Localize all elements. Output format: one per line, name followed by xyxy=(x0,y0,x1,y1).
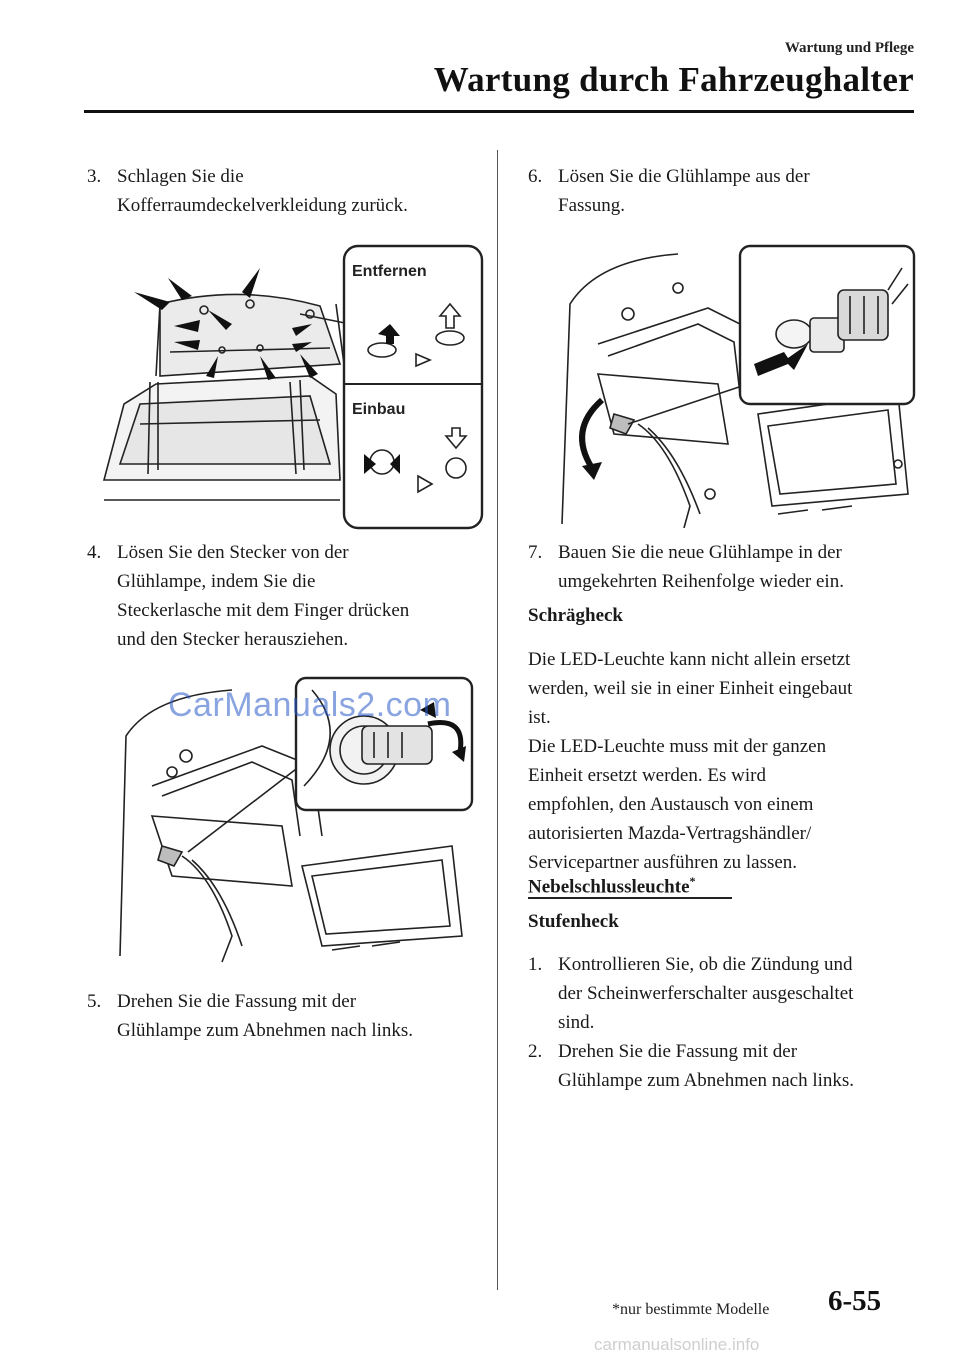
step-text-line: und den Stecker herausziehen. xyxy=(117,629,349,650)
step-number: 6. xyxy=(528,166,543,187)
step-text-line: Kontrollieren Sie, ob die Zündung und xyxy=(558,954,853,975)
hatchback-paragraph: Die LED-Leuchte kann nicht allein ersetz… xyxy=(528,645,923,877)
hatchback-heading: Schrägheck xyxy=(528,605,623,626)
header-rule xyxy=(84,110,914,113)
step-text-line: Glühlampe zum Abnehmen nach links. xyxy=(117,1020,414,1041)
step-number: 3. xyxy=(87,166,102,187)
paragraph-line: ist. xyxy=(528,707,551,728)
heading-underline xyxy=(528,897,732,899)
step-7: 7. Bauen Sie die neue Glühlampe in der u… xyxy=(528,538,923,596)
step-text-line: Bauen Sie die neue Glühlampe in der xyxy=(558,542,842,563)
step-1-sedan: 1. Kontrollieren Sie, ob die Zündung und… xyxy=(528,950,923,1037)
step-text-line: Drehen Sie die Fassung mit der xyxy=(558,1041,798,1062)
step-text-line: Glühlampe, indem Sie die xyxy=(117,571,316,592)
step-number: 7. xyxy=(528,542,543,563)
step-text-line: Kofferraumdeckelverkleidung zurück. xyxy=(117,195,408,216)
trunk-lid-trim-figure: Entfernen Einbau xyxy=(100,244,484,532)
page-number: 6-55 xyxy=(828,1285,882,1317)
step-3: 3. Schlagen Sie die Kofferraumdeckelverk… xyxy=(87,162,477,220)
column-divider xyxy=(497,150,498,1290)
paragraph-line: empfohlen, den Austausch von einem xyxy=(528,794,814,815)
step-2-sedan: 2. Drehen Sie die Fassung mit der Glühla… xyxy=(528,1037,923,1095)
step-4: 4. Lösen Sie den Stecker von der Glühlam… xyxy=(87,538,477,654)
paragraph-line: Einheit ersetzt werden. Es wird xyxy=(528,765,766,786)
step-text-line: sind. xyxy=(558,1012,595,1033)
sedan-heading: Stufenheck xyxy=(528,911,619,932)
paragraph-line: Servicepartner ausführen zu lassen. xyxy=(528,852,798,873)
paragraph-line: werden, weil sie in einer Einheit eingeb… xyxy=(528,678,853,699)
fog-light-heading-text: Nebelschlussleuchte xyxy=(528,876,690,898)
step-text-line: Lösen Sie die Glühlampe aus der xyxy=(558,166,810,187)
step-number: 1. xyxy=(528,954,543,975)
model-footnote-mark: * xyxy=(689,874,696,888)
step-number: 5. xyxy=(87,991,102,1012)
step-5: 5. Drehen Sie die Fassung mit der Glühla… xyxy=(87,987,477,1045)
fog-light-heading: Nebelschlussleuchte* xyxy=(528,867,732,901)
step-text-line: umgekehrten Reihenfolge wieder ein. xyxy=(558,571,844,592)
watermark-overlay: CarManuals2.com xyxy=(168,686,452,724)
step-text-line: Lösen Sie den Stecker von der xyxy=(117,542,349,563)
header-section-label: Wartung und Pflege xyxy=(784,40,914,56)
bulb-removal-figure xyxy=(558,244,916,528)
remove-label: Entfernen xyxy=(352,263,427,280)
install-label: Einbau xyxy=(352,401,405,418)
connector-removal-figure xyxy=(112,676,474,966)
step-number: 2. xyxy=(528,1041,543,1062)
step-text-line: Schlagen Sie die xyxy=(117,166,244,187)
step-text-line: Fassung. xyxy=(558,195,626,216)
watermark-bottom: carmanualsonline.info xyxy=(594,1335,760,1354)
footnote: *nur bestimmte Modelle xyxy=(612,1301,770,1318)
step-text-line: Drehen Sie die Fassung mit der xyxy=(117,991,357,1012)
paragraph-line: Die LED-Leuchte muss mit der ganzen xyxy=(528,736,827,757)
paragraph-line: autorisierten Mazda-Vertragshändler/ xyxy=(528,823,812,844)
paragraph-line: Die LED-Leuchte kann nicht allein ersetz… xyxy=(528,649,851,670)
step-6: 6. Lösen Sie die Glühlampe aus der Fassu… xyxy=(528,162,923,220)
step-number: 4. xyxy=(87,542,102,563)
step-text-line: Steckerlasche mit dem Finger drücken xyxy=(117,600,410,621)
step-text-line: der Scheinwerferschalter ausgeschaltet xyxy=(558,983,854,1004)
step-text-line: Glühlampe zum Abnehmen nach links. xyxy=(558,1070,855,1091)
page-title: Wartung durch Fahrzeughalter xyxy=(433,60,914,99)
